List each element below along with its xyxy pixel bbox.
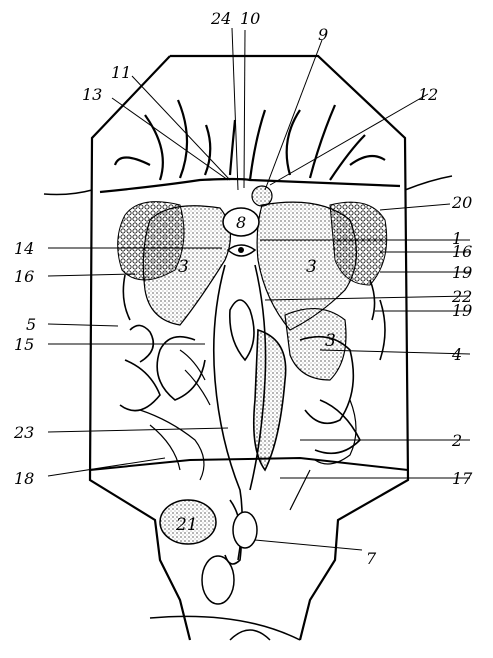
label-19-upper: 19 [452, 263, 472, 282]
label-20: 20 [451, 193, 472, 212]
vessel-network [100, 100, 400, 192]
label-15: 15 [14, 335, 34, 354]
label-21: 21 [175, 515, 198, 535]
label-10: 10 [240, 9, 260, 28]
label-5: 5 [26, 315, 36, 334]
label-16-left: 16 [14, 267, 34, 286]
label-24: 24 [210, 9, 231, 28]
label-17: 17 [452, 469, 473, 488]
label-14: 14 [14, 239, 34, 258]
label-16-right: 16 [452, 242, 472, 261]
figure-labels: 24 10 9 11 13 12 20 1 16 19 22 19 4 2 17… [13, 9, 473, 568]
label-11: 11 [111, 63, 131, 82]
label-9: 9 [318, 25, 328, 44]
label-8: 8 [236, 213, 246, 232]
label-3-right-liver: 3 [306, 257, 317, 277]
body-outline [44, 56, 452, 640]
label-19-lower: 19 [452, 301, 472, 320]
label-3-left-liver: 3 [178, 257, 189, 277]
label-13: 13 [82, 85, 102, 104]
label-12: 12 [418, 85, 438, 104]
label-23: 23 [13, 423, 34, 442]
label-18: 18 [14, 469, 34, 488]
label-4: 4 [451, 345, 462, 364]
label-7: 7 [366, 549, 377, 568]
label-2: 2 [451, 431, 462, 450]
label-3-lower-liver: 3 [325, 331, 336, 351]
